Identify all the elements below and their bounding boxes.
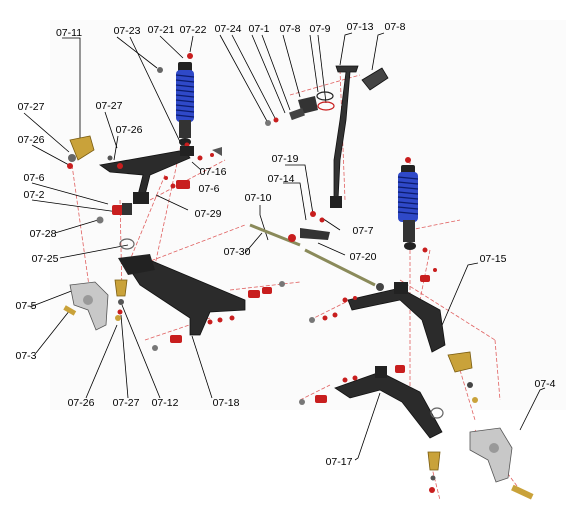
label-07-25[interactable]: 07-25	[31, 253, 59, 265]
left-arm-bushings	[96, 180, 190, 224]
label-07-17[interactable]: 07-17	[325, 456, 353, 468]
label-07-4[interactable]: 07-4	[534, 378, 556, 390]
label-07-22[interactable]: 07-22	[179, 24, 207, 36]
right-shock-absorber	[397, 157, 428, 253]
label-07-10[interactable]: 07-10	[244, 192, 272, 204]
label-07-3[interactable]: 07-3	[15, 350, 37, 362]
label-07-24[interactable]: 07-24	[214, 23, 242, 35]
label-07-30[interactable]: 07-30	[223, 246, 251, 258]
label-07-15[interactable]: 07-15	[479, 253, 507, 265]
steering-shaft	[330, 65, 389, 208]
leader-lines	[23, 32, 546, 461]
label-07-26-left[interactable]: 07-26	[17, 134, 45, 146]
label-07-6-left[interactable]: 07-6	[23, 172, 45, 184]
label-07-20[interactable]: 07-20	[349, 251, 377, 263]
left-shock-absorber	[157, 53, 195, 148]
label-07-8-steering[interactable]: 07-8	[279, 23, 301, 35]
label-07-5[interactable]: 07-5	[15, 300, 37, 312]
steering-bushings	[265, 91, 335, 126]
label-07-6-right[interactable]: 07-6	[198, 183, 220, 195]
background-panel	[50, 20, 566, 410]
left-steering-knuckle	[63, 238, 135, 331]
label-07-21[interactable]: 07-21	[147, 24, 175, 36]
label-07-27-bottom[interactable]: 07-27	[112, 397, 140, 409]
label-07-11[interactable]: 07-11	[55, 27, 83, 39]
label-07-29[interactable]: 07-29	[194, 208, 222, 220]
left-upper-ball-joint	[67, 135, 113, 169]
right-steering-knuckle	[469, 427, 534, 500]
left-lower-a-arm	[118, 254, 285, 351]
label-07-2[interactable]: 07-2	[23, 189, 45, 201]
label-07-12[interactable]: 07-12	[151, 397, 179, 409]
label-07-16[interactable]: 07-16	[199, 166, 227, 178]
label-07-26-bottom[interactable]: 07-26	[67, 397, 95, 409]
label-07-27-left[interactable]: 07-27	[17, 101, 45, 113]
label-07-28[interactable]: 07-28	[29, 228, 57, 240]
right-lower-a-arm	[299, 365, 444, 493]
label-07-27-top[interactable]: 07-27	[95, 100, 123, 112]
right-upper-a-arm	[309, 268, 446, 353]
label-07-23[interactable]: 07-23	[113, 25, 141, 37]
tie-rod-assembly	[249, 211, 384, 291]
right-upper-ball-joint	[447, 351, 478, 403]
label-07-9[interactable]: 07-9	[309, 23, 331, 35]
label-07-13[interactable]: 07-13	[346, 21, 374, 33]
label-07-1[interactable]: 07-1	[248, 23, 270, 35]
label-07-7[interactable]: 07-7	[352, 225, 374, 237]
label-07-8-arm[interactable]: 07-8	[384, 21, 406, 33]
left-upper-a-arm	[98, 146, 222, 204]
label-07-14[interactable]: 07-14	[267, 173, 295, 185]
label-07-19[interactable]: 07-19	[271, 153, 299, 165]
label-07-26-top[interactable]: 07-26	[115, 124, 143, 136]
label-07-18[interactable]: 07-18	[212, 397, 240, 409]
